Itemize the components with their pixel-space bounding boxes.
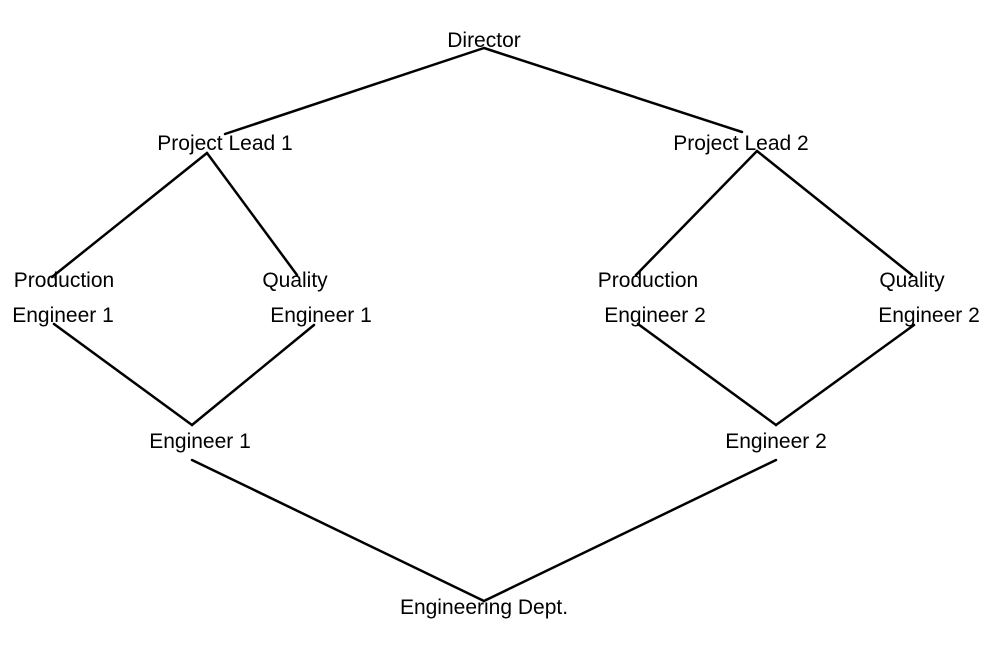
edge-production-engineer-2-engineer-2: [636, 322, 778, 427]
node-quality-engineer-1: Quality: [262, 269, 328, 292]
edges: [50, 46, 916, 603]
edge-director-project-lead-2: [482, 46, 744, 134]
node-engineer-2: Engineer 2: [725, 430, 827, 453]
node-quality-engineer-1-line2: Engineer 1: [270, 304, 372, 327]
node-quality-engineer-2: Quality: [879, 269, 945, 292]
edge-project-lead-2-quality-engineer-2: [755, 149, 914, 277]
node-project-lead-1: Project Lead 1: [157, 132, 292, 155]
node-engineering-dept: Engineering Dept.: [400, 596, 568, 619]
node-project-lead-2: Project Lead 2: [673, 132, 808, 155]
node-director: Director: [447, 29, 521, 52]
edge-engineer-2-engineering-dept: [482, 458, 778, 603]
edge-quality-engineer-1-engineer-1: [190, 323, 316, 427]
edge-project-lead-1-production-engineer-1: [50, 151, 209, 279]
edge-production-engineer-1-engineer-1: [52, 322, 194, 427]
edge-quality-engineer-2-engineer-2: [774, 323, 916, 427]
edge-engineer-1-engineering-dept: [190, 458, 486, 603]
node-production-engineer-2: Production: [598, 269, 698, 292]
node-engineer-1: Engineer 1: [149, 430, 251, 453]
node-quality-engineer-2-line2: Engineer 2: [878, 304, 980, 327]
node-production-engineer-2-line2: Engineer 2: [604, 304, 706, 327]
edge-director-project-lead-1: [223, 46, 486, 136]
node-production-engineer-1-line2: Engineer 1: [12, 304, 114, 327]
node-production-engineer-1: Production: [14, 269, 114, 292]
edge-project-lead-2-production-engineer-2: [634, 149, 759, 277]
edge-project-lead-1-quality-engineer-1: [205, 151, 299, 277]
nodes: Director Project Lead 1 Project Lead 2 P…: [12, 29, 980, 619]
